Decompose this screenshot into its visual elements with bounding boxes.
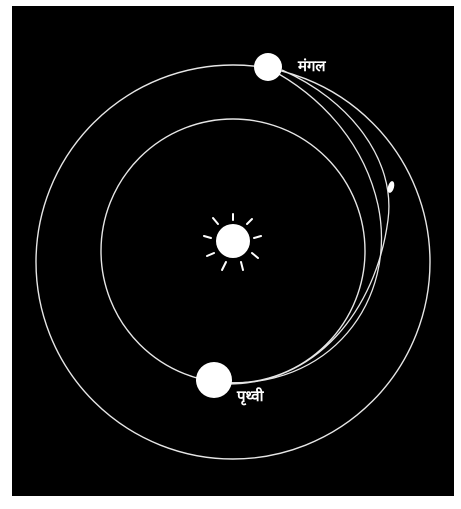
earth-planet <box>196 362 232 398</box>
mars-label: मंगल <box>297 57 326 75</box>
earth-label: पृथ्वी <box>236 387 265 406</box>
mars-planet <box>254 53 282 81</box>
